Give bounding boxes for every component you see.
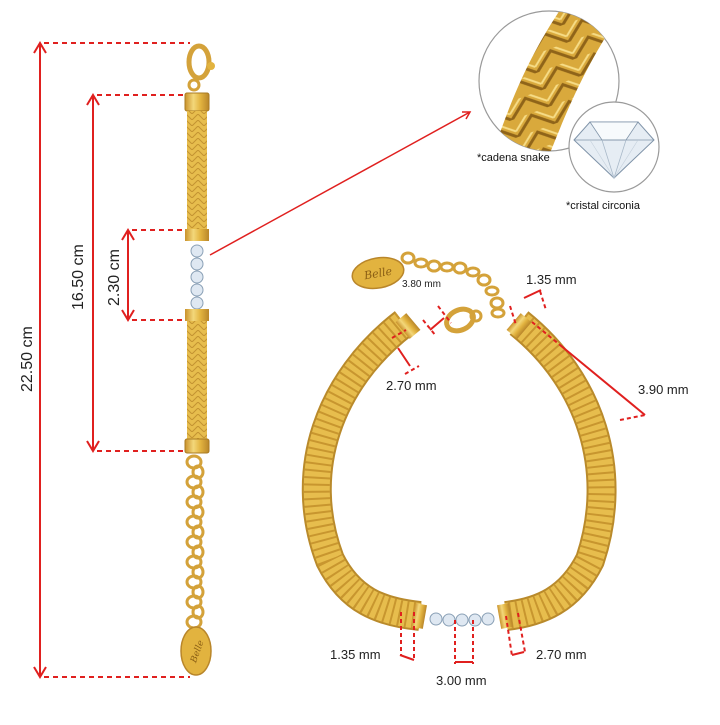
straight-bracelet: Belle (180, 43, 215, 676)
extension-chain (185, 454, 205, 630)
curved-tag-logo: Belle (362, 265, 393, 283)
chain-link (490, 307, 506, 319)
crystal-detail-circle (568, 101, 660, 193)
chain-link (465, 266, 481, 278)
chain-link (426, 259, 442, 273)
chain-link (413, 257, 429, 269)
left-measurements (33, 41, 472, 679)
label-ring-size: 3.80 mm (402, 279, 441, 290)
label-chain-width: 3.90 mm (638, 382, 689, 397)
chain-link (439, 261, 455, 273)
label-stone-section: 2.30 cm (106, 249, 123, 306)
label-bar-width-bottom: 1.35 mm (330, 647, 381, 662)
chain-link (484, 285, 500, 297)
crystal-stones (190, 244, 204, 310)
curved-bracelet: Belle (301, 251, 617, 631)
chain-link (452, 261, 468, 275)
end-bar (184, 438, 210, 454)
oval-tag: Belle (180, 626, 212, 676)
label-bar-height-left: 2.70 mm (386, 378, 437, 393)
chain-link (476, 273, 492, 287)
label-chain-type: *cadena snake (477, 152, 550, 164)
curved-clasp (444, 306, 483, 334)
lobster-clasp (186, 43, 215, 92)
label-bar-height-bottom: 2.70 mm (536, 647, 587, 662)
curved-crystal-stones (429, 612, 495, 627)
label-stone-type: *cristal circonia (566, 200, 640, 212)
chain-link (400, 251, 416, 265)
crystal-gem (573, 121, 655, 180)
curved-oval-tag: Belle (351, 256, 405, 290)
label-bar-width-top: 1.35 mm (526, 272, 577, 287)
stone-bar-top (185, 229, 209, 241)
right-measurements (391, 289, 646, 664)
label-chain-length: 16.50 cm (70, 244, 87, 310)
snake-chain-lower (187, 321, 207, 441)
snake-chain-upper (187, 111, 207, 231)
end-bar (184, 92, 210, 112)
chain-link (489, 296, 505, 310)
label-total-length: 22.50 cm (19, 326, 36, 392)
label-stone-width: 3.00 mm (436, 673, 487, 688)
stone-bar-bottom (185, 309, 209, 321)
curved-extension-chain (400, 251, 506, 319)
